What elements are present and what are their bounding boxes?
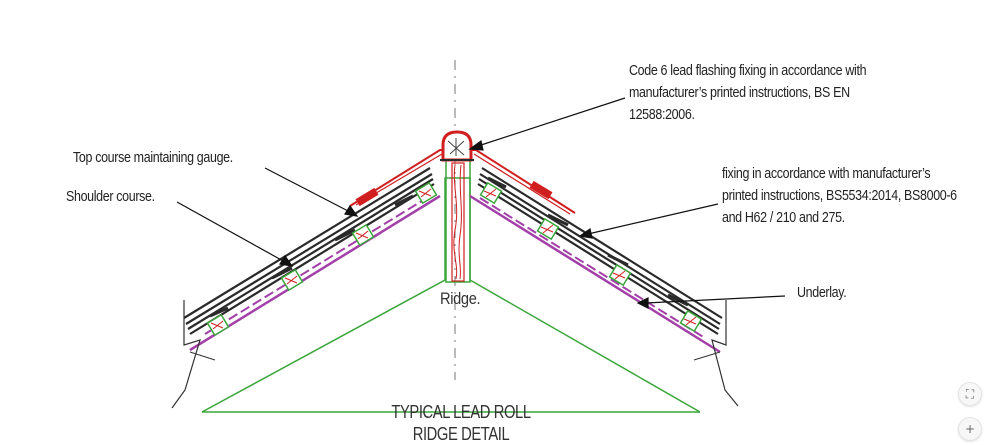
rafter-outline <box>201 177 701 413</box>
drawing-title: TYPICAL LEAD ROLL RIDGE DETAIL <box>363 401 560 445</box>
battens-left <box>206 181 438 337</box>
lead-flashing-label: Code 6 lead flashing fixing in accordanc… <box>629 60 867 126</box>
lead-flashing-line-1: Code 6 lead flashing fixing in accordanc… <box>629 63 867 79</box>
fit-view-icon: ⛶ <box>965 387 975 401</box>
leader-lines <box>176 97 786 309</box>
shoulder-course-label: Shoulder course. <box>66 189 155 205</box>
fixing-line-1: fixing in accordance with manufacturer’s <box>722 166 931 182</box>
lead-flashing-line-3: 12588:2006. <box>629 107 695 123</box>
ridge-timber <box>451 162 465 282</box>
drawing-title-line-1: TYPICAL LEAD ROLL <box>391 402 531 422</box>
top-course-label: Top course maintaining gauge. <box>73 150 233 166</box>
fixing-line-3: and H62 / 210 and 275. <box>722 210 845 226</box>
drawing-title-line-2: RIDGE DETAIL <box>412 424 510 444</box>
left-slope <box>171 167 441 409</box>
right-slope <box>469 167 739 407</box>
ridge-label: Ridge. <box>440 289 481 308</box>
fit-view-button[interactable]: ⛶ <box>958 382 982 406</box>
lead-flashing <box>349 130 576 215</box>
battens-right <box>479 181 703 333</box>
lead-flashing-line-2: manufacturer’s printed instructions, BS … <box>629 85 850 101</box>
fixing-line-2: printed instructions, BS5534:2014, BS800… <box>722 188 957 204</box>
zoom-in-button[interactable]: + <box>958 417 982 441</box>
ridge-timber-grain <box>453 164 462 280</box>
fixing-label: fixing in accordance with manufacturer’s… <box>722 163 957 229</box>
underlay-label: Underlay. <box>797 285 847 301</box>
plus-icon: + <box>964 422 976 436</box>
